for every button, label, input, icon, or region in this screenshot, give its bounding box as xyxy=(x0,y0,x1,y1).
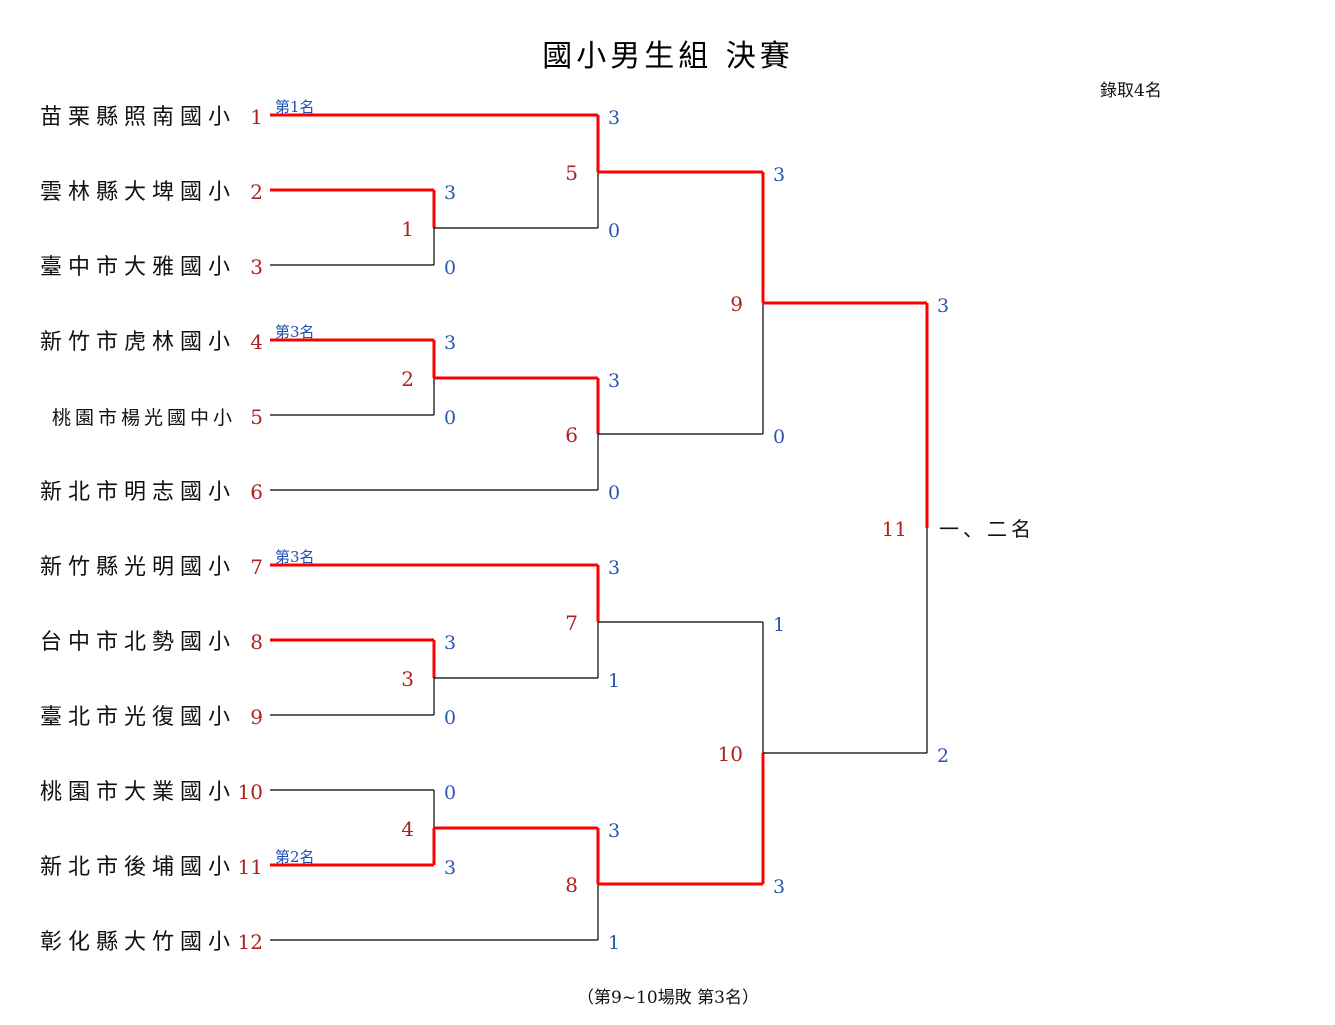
match-number: 2 xyxy=(401,367,414,391)
score-bottom: 0 xyxy=(444,707,456,729)
rank-annotation: 第3名 xyxy=(275,323,315,341)
team-name: 臺中市大雅國小 xyxy=(40,255,236,280)
team-name: 雲林縣大埤國小 xyxy=(40,180,236,205)
team-name: 台中市北勢國小 xyxy=(40,630,236,655)
team-name: 新北市明志國小 xyxy=(40,480,236,505)
score-bottom: 0 xyxy=(608,220,620,242)
team-seed: 5 xyxy=(250,405,263,429)
team-seed: 10 xyxy=(238,780,263,804)
score-bottom: 3 xyxy=(444,857,456,879)
team-seed: 3 xyxy=(250,255,263,279)
team-seed: 11 xyxy=(238,855,263,879)
team-name: 新北市後埔國小 xyxy=(40,855,236,880)
footer-note: （第9~10場敗 第3名） xyxy=(577,988,759,1008)
match-number: 10 xyxy=(718,742,743,766)
score-bottom: 2 xyxy=(937,745,949,767)
team-name: 新竹市虎林國小 xyxy=(40,330,236,355)
team-seed: 2 xyxy=(250,180,263,204)
team-seed: 12 xyxy=(238,930,263,954)
team-name: 彰化縣大竹國小 xyxy=(40,930,236,955)
score-bottom: 3 xyxy=(773,876,785,898)
score-top: 3 xyxy=(937,295,949,317)
match-number: 8 xyxy=(565,873,578,897)
team-name: 桃園市楊光國中小 xyxy=(52,407,236,429)
match-number: 7 xyxy=(565,611,578,635)
team-seed: 4 xyxy=(250,330,263,354)
score-top: 3 xyxy=(444,632,456,654)
rank-annotation: 第1名 xyxy=(275,98,315,116)
match-number: 9 xyxy=(730,292,743,316)
score-bottom: 0 xyxy=(444,257,456,279)
score-top: 3 xyxy=(608,107,620,129)
score-top: 3 xyxy=(444,332,456,354)
team-seed: 1 xyxy=(250,105,263,129)
score-top: 3 xyxy=(608,370,620,392)
score-top: 3 xyxy=(608,820,620,842)
team-name: 苗栗縣照南國小 xyxy=(40,105,236,130)
team-seed: 7 xyxy=(250,555,263,579)
score-bottom: 0 xyxy=(773,426,785,448)
score-bottom: 1 xyxy=(608,932,620,954)
match-number: 4 xyxy=(401,817,414,841)
score-top: 1 xyxy=(773,614,785,636)
match-number: 11 xyxy=(882,517,907,541)
match-number: 5 xyxy=(565,161,578,185)
score-top: 0 xyxy=(444,782,456,804)
match-number: 1 xyxy=(401,217,414,241)
team-seed: 8 xyxy=(250,630,263,654)
score-bottom: 1 xyxy=(608,670,620,692)
score-bottom: 0 xyxy=(444,407,456,429)
rank-annotation: 第2名 xyxy=(275,848,315,866)
team-name: 臺北市光復國小 xyxy=(40,705,236,730)
score-top: 3 xyxy=(608,557,620,579)
bracket-lines xyxy=(270,113,929,941)
score-top: 3 xyxy=(444,182,456,204)
team-name: 新竹縣光明國小 xyxy=(40,555,236,580)
page-title: 國小男生組 決賽 xyxy=(542,39,794,74)
score-top: 3 xyxy=(773,164,785,186)
final-label: 一、二名 xyxy=(939,517,1035,541)
match-number: 6 xyxy=(565,423,578,447)
team-seed: 6 xyxy=(250,480,263,504)
score-bottom: 0 xyxy=(608,482,620,504)
rank-annotation: 第3名 xyxy=(275,548,315,566)
match-number: 3 xyxy=(401,667,414,691)
quota-note: 錄取4名 xyxy=(1100,81,1162,101)
team-seed: 9 xyxy=(250,705,263,729)
team-name: 桃園市大業國小 xyxy=(40,780,236,805)
